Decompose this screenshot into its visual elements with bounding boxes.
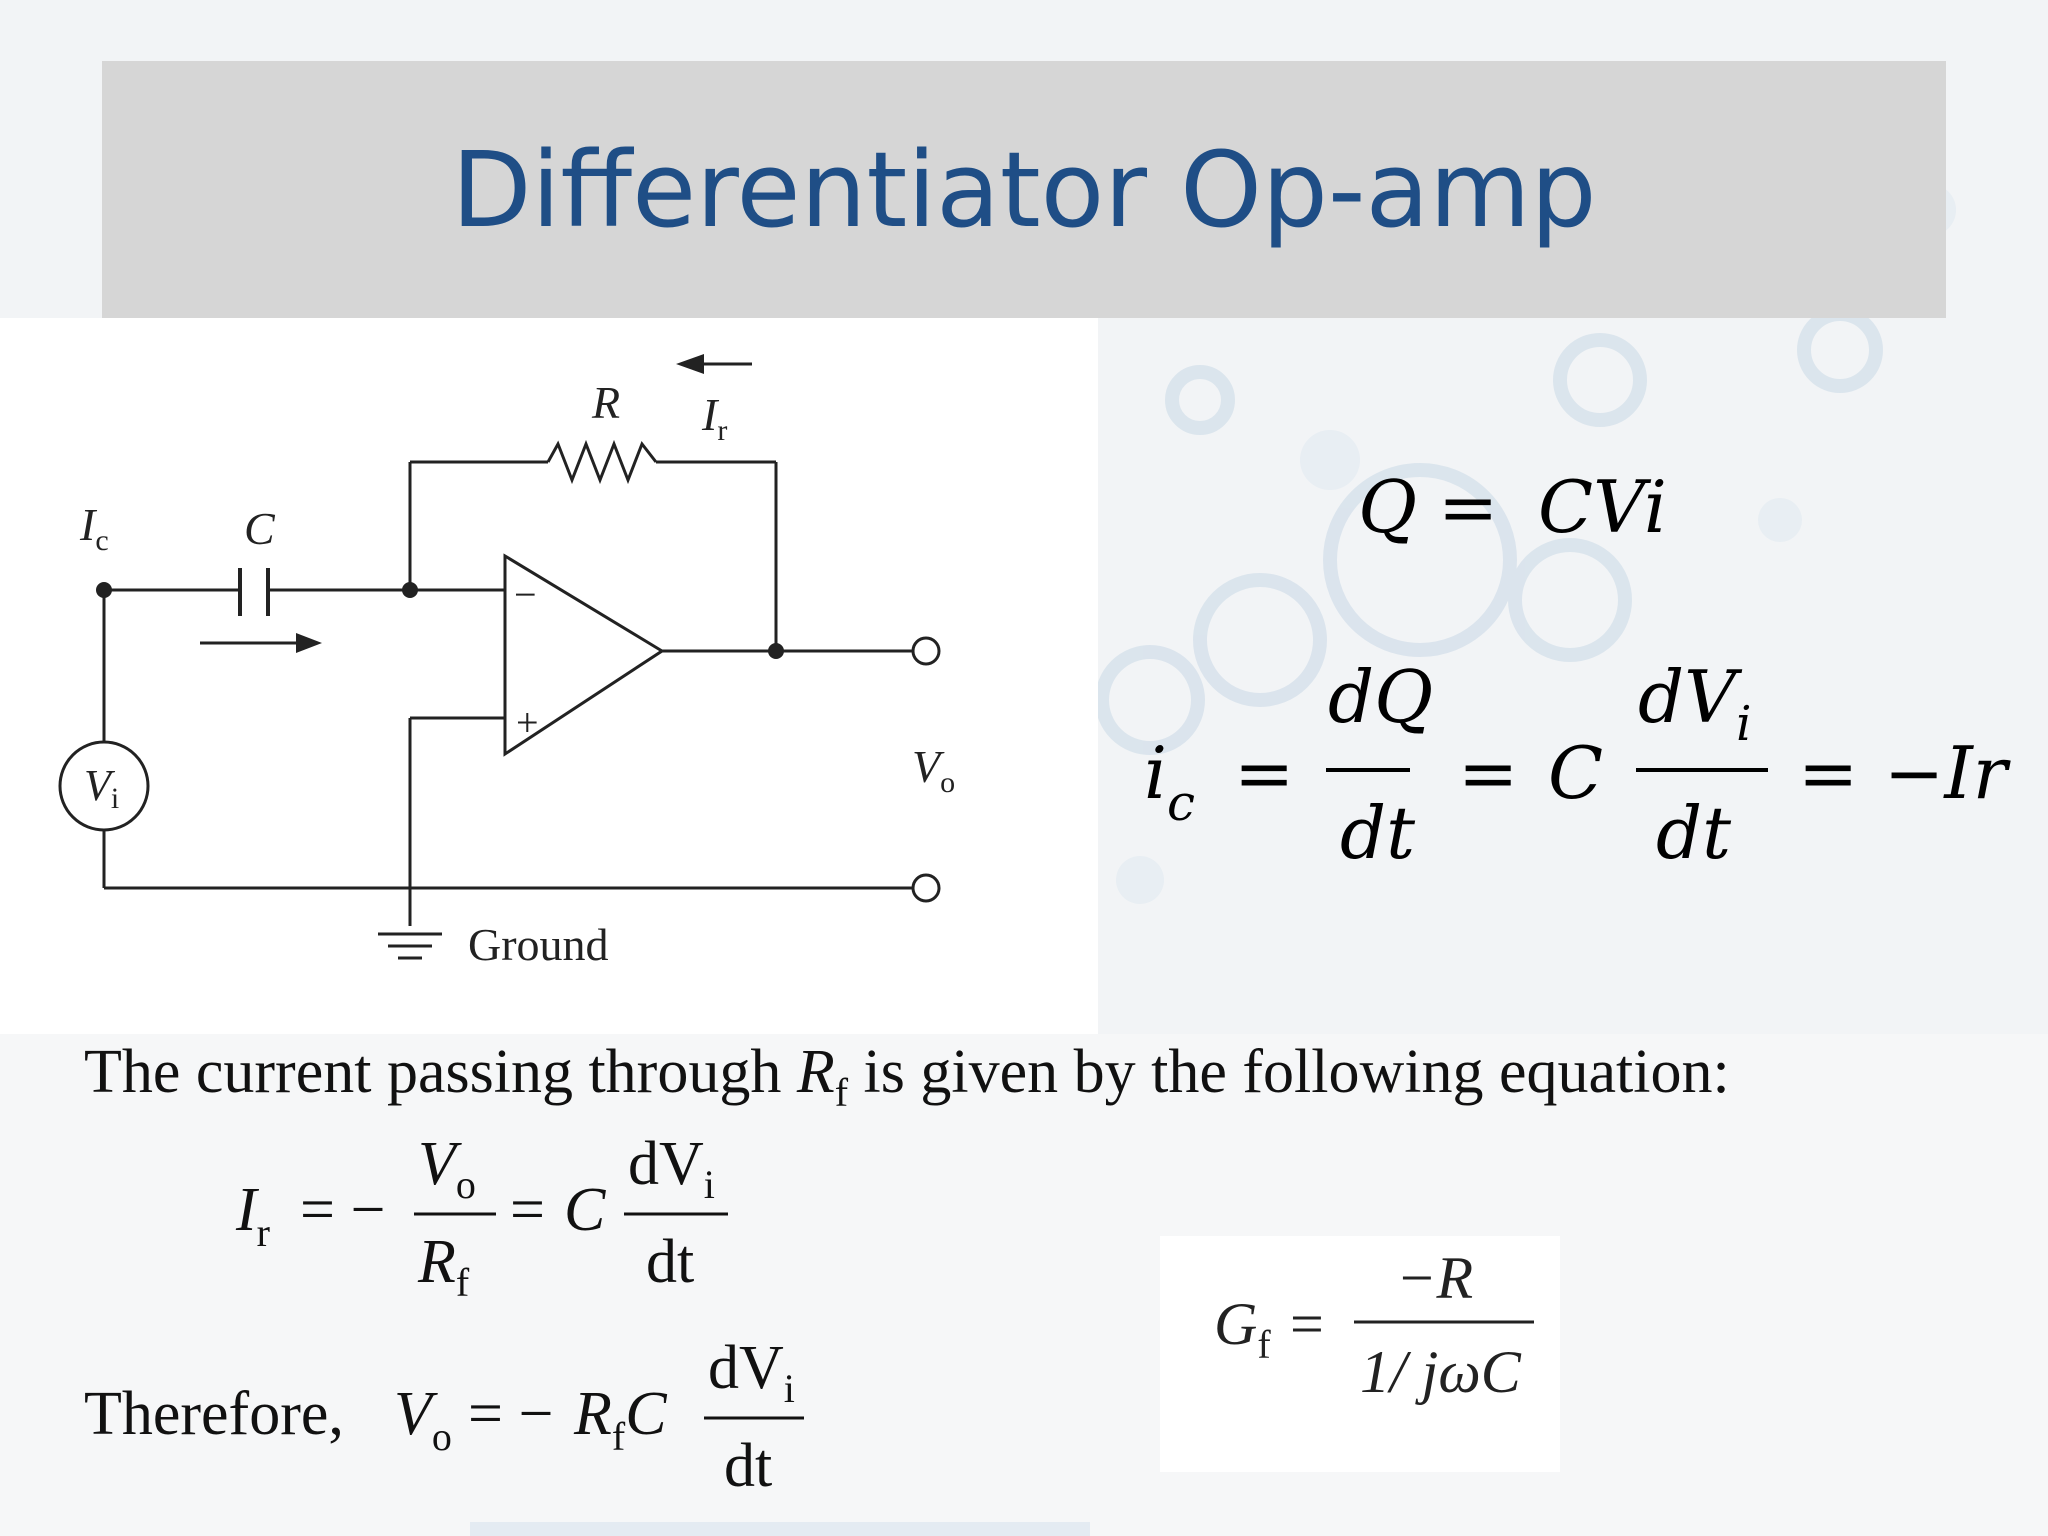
vo-eq-frac-num: dVi <box>708 1334 795 1411</box>
vo-eq-coef: RfC <box>573 1380 667 1459</box>
intro-sentence: The current passing through Rf is given … <box>84 1038 1730 1115</box>
vi-label: Vi <box>84 761 119 815</box>
ir-label: Ir <box>701 389 727 447</box>
ir-eq-equals-a: = − <box>300 1176 385 1244</box>
capacitor-label: C <box>244 503 276 554</box>
ir-eq-lhs: Ir <box>235 1176 270 1255</box>
eq1-equals: = <box>1438 465 1498 549</box>
noninverting-input-sign: + <box>516 700 539 745</box>
eq2-frac2-num: dVi <box>1638 655 1751 752</box>
gain-equals: = <box>1290 1291 1324 1357</box>
eq2-frac1-num: dQ <box>1328 655 1433 739</box>
ir-eq-frac1-num: Vo <box>418 1130 476 1207</box>
gain-numerator: −R <box>1396 1245 1473 1311</box>
ground-label: Ground <box>468 919 609 970</box>
inverting-input-sign: − <box>514 572 537 617</box>
eq2-equals-b: = <box>1458 731 1518 815</box>
output-node <box>768 643 784 659</box>
vo-label: Vo <box>912 741 955 799</box>
eq2-rhs: −Ir <box>1884 731 2011 815</box>
eq2-equals-a: = <box>1234 731 1294 815</box>
output-terminal-bottom <box>911 873 941 903</box>
ir-eq-frac2-den: dt <box>646 1228 694 1296</box>
vo-eq-lhs: Vo <box>394 1380 452 1459</box>
ir-eq-coef: C <box>564 1176 606 1244</box>
gain-denominator: 1/ jωC <box>1360 1339 1522 1405</box>
eq2-frac1-den: dt <box>1340 791 1416 875</box>
eq2-lhs: ic <box>1144 731 1195 832</box>
therefore-word: Therefore, <box>84 1380 344 1448</box>
circuit-diagram-panel: Ic C R Ir Vi Vo − + Ground <box>0 318 1098 1034</box>
voltage-source <box>58 740 150 832</box>
eq2-frac2-den: dt <box>1656 791 1732 875</box>
eq2-equals-c: = <box>1798 731 1858 815</box>
ir-eq-frac2-num: dVi <box>628 1130 715 1207</box>
ir-eq-frac1-den: Rf <box>417 1228 470 1305</box>
ic-label: Ic <box>79 499 109 557</box>
charge-current-equations: Q = CVi ic = dQ dt = C dVi dt = −Ir <box>1098 318 2048 1034</box>
eq1-rhs: CVi <box>1538 465 1667 549</box>
vo-eq-equals: = − <box>468 1380 553 1448</box>
eq2-coef: C <box>1548 731 1603 815</box>
vo-eq-frac-den: dt <box>724 1432 772 1500</box>
inverting-node <box>402 582 418 598</box>
eq1-lhs: Q <box>1358 465 1417 549</box>
differentiator-circuit: Ic C R Ir Vi Vo − + Ground <box>58 354 955 970</box>
ir-arrowhead <box>676 354 704 374</box>
ir-eq-equals-b: = <box>510 1176 545 1244</box>
title-bar: Differentiator Op-amp <box>102 61 1946 318</box>
bottom-explanation: The current passing through Rf is given … <box>0 1034 1880 1534</box>
gain-lhs: Gf <box>1214 1291 1271 1367</box>
resistor-label: R <box>591 377 620 428</box>
slide-title: Differentiator Op-amp <box>451 128 1597 251</box>
output-terminal-top <box>911 636 941 666</box>
gain-equation-panel: Gf = −R 1/ jωC <box>1160 1236 1560 1472</box>
input-node <box>96 582 112 598</box>
ic-arrowhead <box>296 633 322 653</box>
